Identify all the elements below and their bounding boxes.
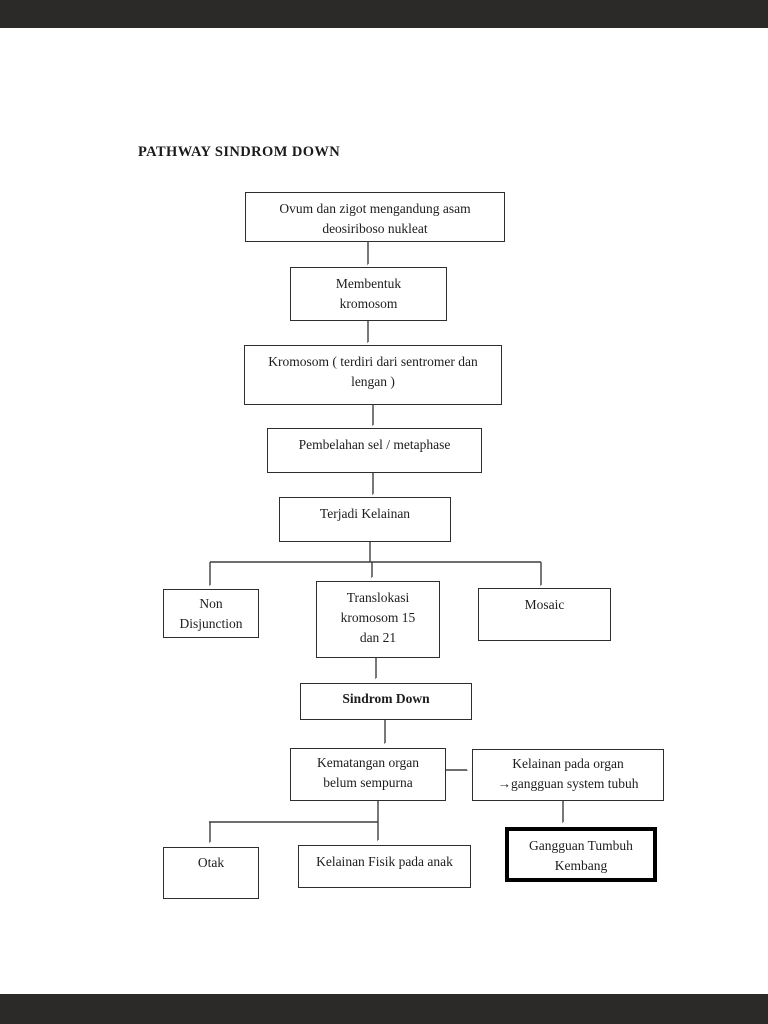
node-kematangan-organ: Kematangan organ belum sempurna [290,748,446,801]
node-membentuk-kromosom: Membentuk kromosom [290,267,447,321]
node-kromosom: Kromosom ( terdiri dari sentromer dan le… [244,345,502,405]
node-sindrom-down: Sindrom Down [300,683,472,720]
node-ovum-zigot: Ovum dan zigot mengandung asam deosiribo… [245,192,505,242]
node-pembelahan-sel: Pembelahan sel / metaphase [267,428,482,473]
node-mosaic: Mosaic [478,588,611,641]
node-terjadi-kelainan: Terjadi Kelainan [279,497,451,542]
viewer-top-bar [0,0,768,28]
node-kelainan-organ: Kelainan pada organ →gangguan system tub… [472,749,664,801]
page-title: PATHWAY SINDROM DOWN [138,144,341,160]
viewer-bottom-bar [0,994,768,1024]
node-translokasi: Translokasi kromosom 15 dan 21 [316,581,440,658]
node-gangguan-tumbuh-kembang: Gangguan Tumbuh Kembang [505,827,657,882]
node-otak: Otak [163,847,259,899]
node-kelainan-fisik: Kelainan Fisik pada anak [298,845,471,888]
node-non-disjunction: Non Disjunction [163,589,259,638]
